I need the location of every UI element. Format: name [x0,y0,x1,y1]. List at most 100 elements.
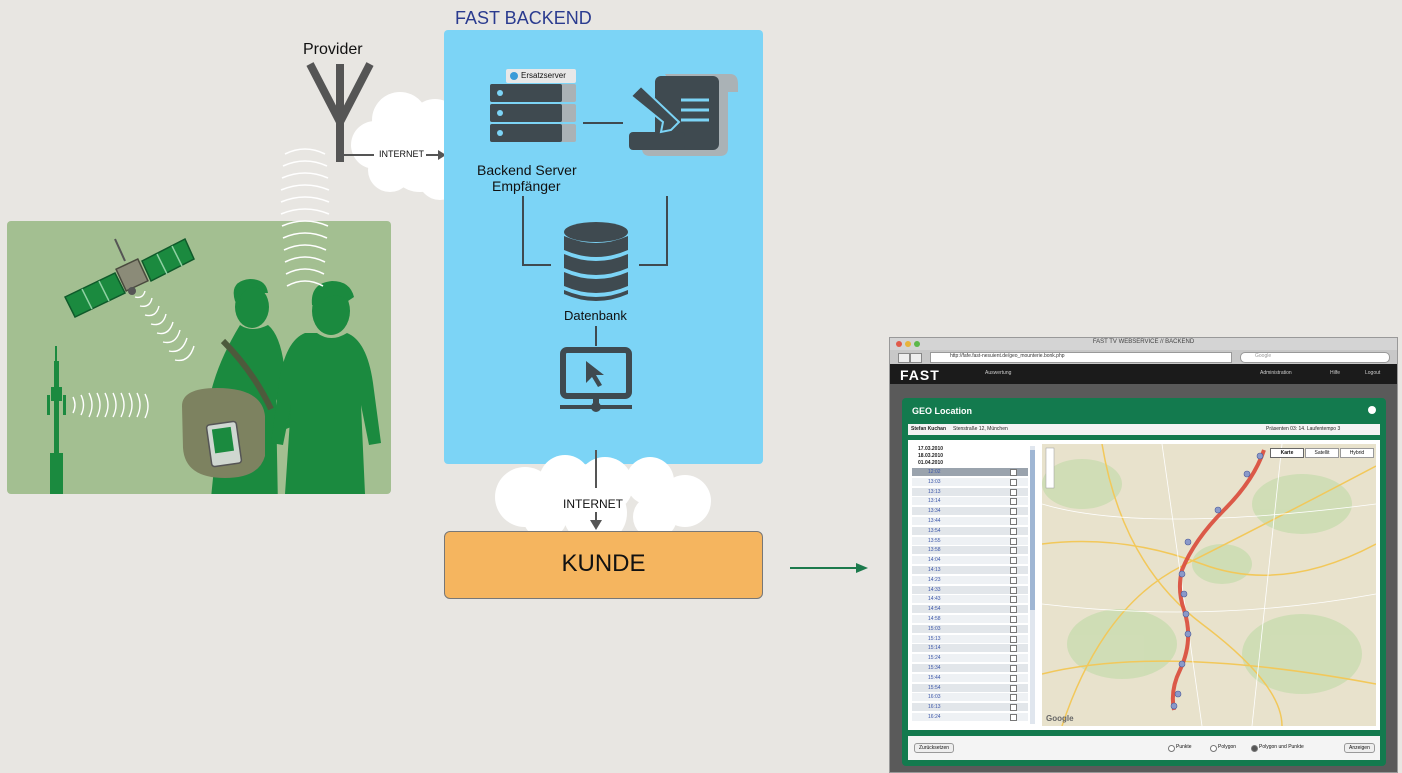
ersatzserver-label: Ersatzserver [521,71,566,80]
nav-hilfe[interactable]: Hilfe [1330,370,1341,376]
time-row[interactable]: 13:44 [912,517,1028,525]
date-item[interactable]: 01.04.2010 [918,460,944,466]
time-row-checkbox[interactable] [1010,714,1017,721]
map-type-satellit[interactable]: Satellit [1305,448,1339,458]
time-row-checkbox[interactable] [1010,596,1017,604]
time-row[interactable]: 14:13 [912,566,1028,574]
time-row-checkbox[interactable] [1010,625,1017,633]
address-url: http://fafe.fast-nesuient.de/geo_mounter… [950,353,1065,359]
backend-server-label-2: Empfänger [492,178,561,194]
time-row-checkbox[interactable] [1010,586,1017,594]
time-row-checkbox[interactable] [1010,547,1017,555]
time-row[interactable]: 15:24 [912,654,1028,663]
time-row-label: 15:13 [928,635,941,642]
time-row-label: 13:34 [928,508,941,515]
date-item[interactable]: 18.03.2010 [918,453,944,459]
time-row-checkbox[interactable] [1010,606,1017,614]
time-row-checkbox[interactable] [1010,616,1017,623]
time-row[interactable]: 16:13 [912,703,1028,712]
time-row-checkbox[interactable] [1010,645,1017,653]
list-scrollbar[interactable] [1030,446,1035,724]
time-row-checkbox[interactable] [1010,498,1017,506]
time-row-checkbox[interactable] [1010,527,1017,535]
database-icon [563,222,629,306]
time-row-label: 14:13 [928,567,941,573]
option-punkte-radio[interactable] [1168,745,1175,752]
time-row-checkbox[interactable] [1010,478,1017,486]
panel-close-icon[interactable] [1368,406,1376,414]
time-row[interactable]: 15:03 [912,624,1028,633]
time-row[interactable]: 15:54 [912,683,1028,692]
time-row[interactable]: 13:03 [912,477,1028,486]
time-row-checkbox[interactable] [1010,665,1017,672]
time-row-checkbox[interactable] [1010,576,1017,584]
time-row[interactable]: 13:54 [912,526,1028,535]
time-row-label: 14:54 [928,606,941,613]
address-bar[interactable] [930,352,1232,363]
time-row[interactable]: 15:44 [912,673,1028,682]
nav-administration[interactable]: Administration [1260,370,1292,376]
time-row-checkbox[interactable] [1010,655,1017,663]
time-list: 17.03.2010 18.03.2010 01.04.2010 12:02 13… [910,444,1038,726]
option-polygon-radio[interactable] [1210,745,1217,752]
person-man-silhouette [271,281,381,494]
time-row[interactable]: 14:33 [912,585,1028,594]
user-name: Stefan Kuchan [911,426,947,432]
browser-titlebar: FAST TV WEBSERVICE // BACKEND [890,338,1397,350]
map-type-hybrid[interactable]: Hybrid [1340,448,1374,458]
nav-menu-auswertung[interactable]: Auswertung [985,370,1012,376]
show-button[interactable]: Anzeigen [1344,743,1375,753]
time-row-checkbox[interactable] [1010,518,1017,525]
back-button[interactable] [898,353,910,363]
map-view[interactable]: Karte Satellit Hybrid Google [1042,444,1376,726]
reset-button[interactable]: Zurücksetzen [914,743,955,753]
time-row[interactable]: 16:03 [912,693,1028,702]
time-row[interactable]: 13:14 [912,497,1028,506]
time-row[interactable]: 14:58 [912,615,1028,623]
date-item[interactable]: 17.03.2010 [918,446,944,452]
time-row[interactable]: 15:14 [912,644,1028,653]
time-row-checkbox[interactable] [1010,635,1017,643]
time-row-checkbox[interactable] [1010,557,1017,565]
nav-logout[interactable]: Logout [1365,370,1381,376]
search-box[interactable] [1240,352,1390,363]
provider-antenna-icon [300,62,380,172]
time-row[interactable]: 13:13 [912,487,1028,496]
monitor-customer-arrow [588,450,604,532]
field-scene [7,221,391,494]
browser-screenshot: FAST TV WEBSERVICE // BACKEND http://faf… [889,337,1398,773]
time-row-checkbox[interactable] [1010,469,1017,476]
option-polygon-punkte-radio[interactable] [1251,745,1258,752]
time-row-checkbox[interactable] [1010,704,1017,712]
time-row[interactable]: 14:23 [912,575,1028,584]
option-polygon-label: Polygon [1218,744,1237,750]
user-info-bar: Stefan Kuchan Stenstraße 12, München Prä… [908,424,1380,435]
time-row-label: 14:33 [928,586,941,593]
time-row[interactable]: 14:43 [912,595,1028,604]
time-row-checkbox[interactable] [1010,567,1017,574]
time-row[interactable]: 14:04 [912,556,1028,565]
forward-button[interactable] [910,353,922,363]
time-row[interactable]: 13:55 [912,536,1028,545]
customer-internet-label: INTERNET [563,497,623,511]
list-scroll-thumb[interactable] [1030,450,1035,610]
time-row[interactable]: 14:54 [912,605,1028,614]
time-row[interactable]: 15:34 [912,664,1028,672]
map-type-karte[interactable]: Karte [1270,448,1304,458]
time-row-label: 13:03 [928,478,941,485]
time-row-checkbox[interactable] [1010,488,1017,496]
time-row-label: 14:58 [928,616,941,622]
time-row-checkbox[interactable] [1010,694,1017,702]
time-row[interactable]: 13:34 [912,507,1028,516]
time-row-checkbox[interactable] [1010,537,1017,545]
time-row[interactable]: 16:24 [912,713,1028,721]
time-row[interactable]: 15:13 [912,634,1028,643]
time-row[interactable]: 12:02 [912,468,1028,476]
time-row-checkbox[interactable] [1010,674,1017,682]
map-brand: Google [1046,714,1074,723]
time-row-checkbox[interactable] [1010,508,1017,516]
tower-signal-icon [72,392,149,419]
time-row-checkbox[interactable] [1010,684,1017,692]
customer-to-screenshot-arrow [790,561,870,575]
time-row[interactable]: 13:58 [912,546,1028,555]
